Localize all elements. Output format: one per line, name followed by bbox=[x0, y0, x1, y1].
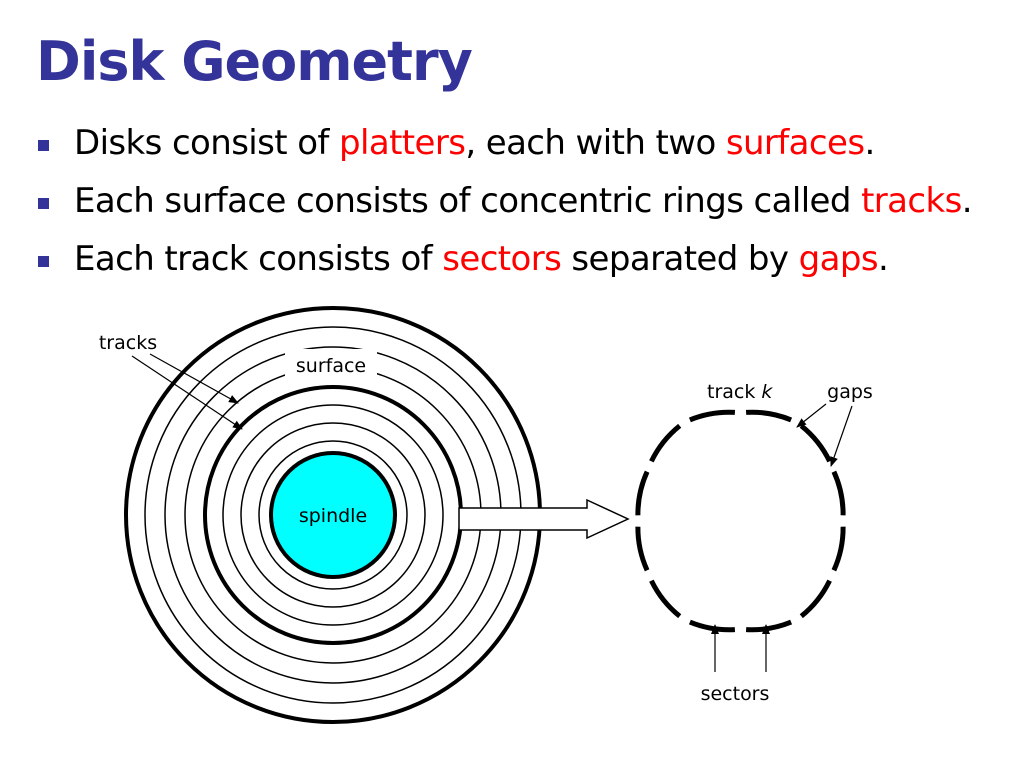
track-ring bbox=[222, 404, 444, 626]
zoom-arrow bbox=[458, 498, 630, 540]
track-k-label: track k bbox=[707, 381, 773, 403]
bullet-text: , each with two bbox=[465, 123, 726, 163]
bullet-text: . bbox=[864, 123, 875, 163]
spindle bbox=[269, 451, 397, 579]
track-k-variable: k bbox=[761, 381, 773, 403]
track-k-detail bbox=[635, 409, 846, 633]
term-gaps: gaps bbox=[798, 239, 879, 279]
sector-arc bbox=[831, 470, 846, 516]
sector-arc bbox=[688, 619, 736, 633]
page-title: Disk Geometry bbox=[36, 30, 473, 93]
bullet-text: separated by bbox=[561, 239, 799, 279]
sectors-label: sectors bbox=[701, 683, 770, 705]
sector-arc bbox=[831, 526, 846, 572]
tracks-label: tracks bbox=[99, 332, 157, 354]
bullet-square-icon bbox=[38, 140, 49, 151]
sector-arc bbox=[635, 526, 650, 572]
sector-arc bbox=[745, 619, 793, 633]
sector-arc bbox=[649, 579, 682, 619]
sector-arc bbox=[688, 409, 736, 423]
surface-label-backing bbox=[285, 349, 377, 379]
bullet-square-icon bbox=[38, 256, 49, 267]
bullet-text: Disks consist of bbox=[74, 123, 339, 163]
surface-label: surface bbox=[296, 355, 366, 377]
bullet-text: Each surface consists of concentric ring… bbox=[74, 181, 862, 221]
term-sectors: sectors bbox=[442, 239, 562, 279]
bullet-list: Disks consist of platters, each with two… bbox=[36, 120, 973, 294]
sector-arc bbox=[799, 579, 832, 619]
term-surfaces: surfaces bbox=[725, 123, 865, 163]
gaps-label: gaps bbox=[827, 381, 873, 403]
bullet-square-icon bbox=[38, 198, 49, 209]
tracks-pointer-arrow bbox=[149, 353, 239, 404]
track-ring bbox=[258, 440, 408, 590]
bullet-item-platters: Disks consist of platters, each with two… bbox=[36, 120, 972, 178]
term-platters: platters bbox=[339, 123, 466, 163]
sector-arc bbox=[635, 470, 650, 516]
gaps-pointer-arrow bbox=[796, 403, 827, 428]
bullet-item-sectors: Each track consists of sectors separated… bbox=[36, 236, 972, 294]
bullet-text: Each track consists of bbox=[74, 239, 443, 279]
spindle-label: spindle bbox=[299, 505, 367, 527]
term-tracks: tracks bbox=[861, 181, 962, 221]
bullet-text: . bbox=[877, 239, 889, 279]
gaps-pointer-arrow bbox=[830, 405, 853, 467]
bullet-item-tracks: Each surface consists of concentric ring… bbox=[36, 178, 973, 236]
sector-arc bbox=[799, 423, 832, 463]
bullet-text: . bbox=[961, 181, 973, 221]
tracks-pointer-arrow bbox=[131, 355, 243, 430]
sector-arc bbox=[745, 409, 793, 423]
sector-arc bbox=[649, 423, 682, 463]
track-ring bbox=[240, 422, 426, 608]
track-k-prefix: track bbox=[707, 381, 761, 403]
